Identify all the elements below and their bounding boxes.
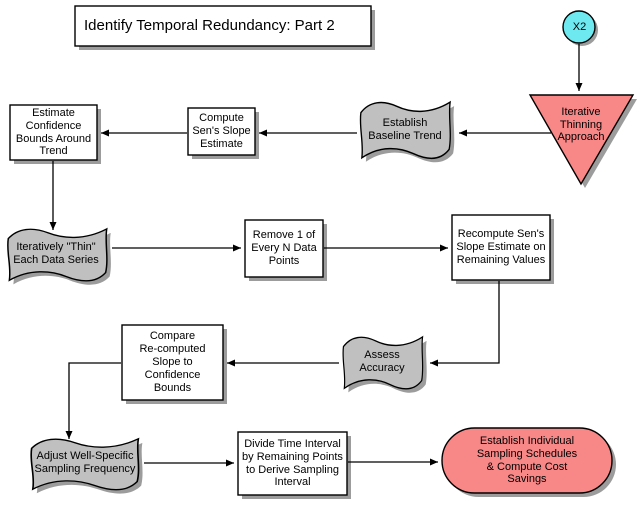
connector-recompute-to-assess bbox=[430, 281, 500, 367]
connector-compare-to-adjust bbox=[65, 362, 121, 439]
title-box bbox=[74, 5, 372, 47]
iteratively-thin-wave bbox=[7, 227, 108, 282]
adjust-frequency-wave bbox=[30, 437, 140, 491]
assess-accuracy-wave bbox=[342, 335, 424, 390]
estimate-confidence-box bbox=[9, 104, 98, 161]
divide-interval-box bbox=[237, 431, 348, 496]
compute-sens-slope-box bbox=[187, 107, 256, 156]
remove-points-box bbox=[244, 219, 324, 278]
x2-connector-circle bbox=[562, 10, 596, 44]
establish-schedules-stadium bbox=[441, 427, 613, 494]
establish-baseline-wave bbox=[359, 100, 451, 160]
recompute-sens-box bbox=[451, 214, 551, 281]
compare-slope-box bbox=[121, 324, 224, 401]
iterative-thinning-triangle bbox=[528, 94, 635, 186]
